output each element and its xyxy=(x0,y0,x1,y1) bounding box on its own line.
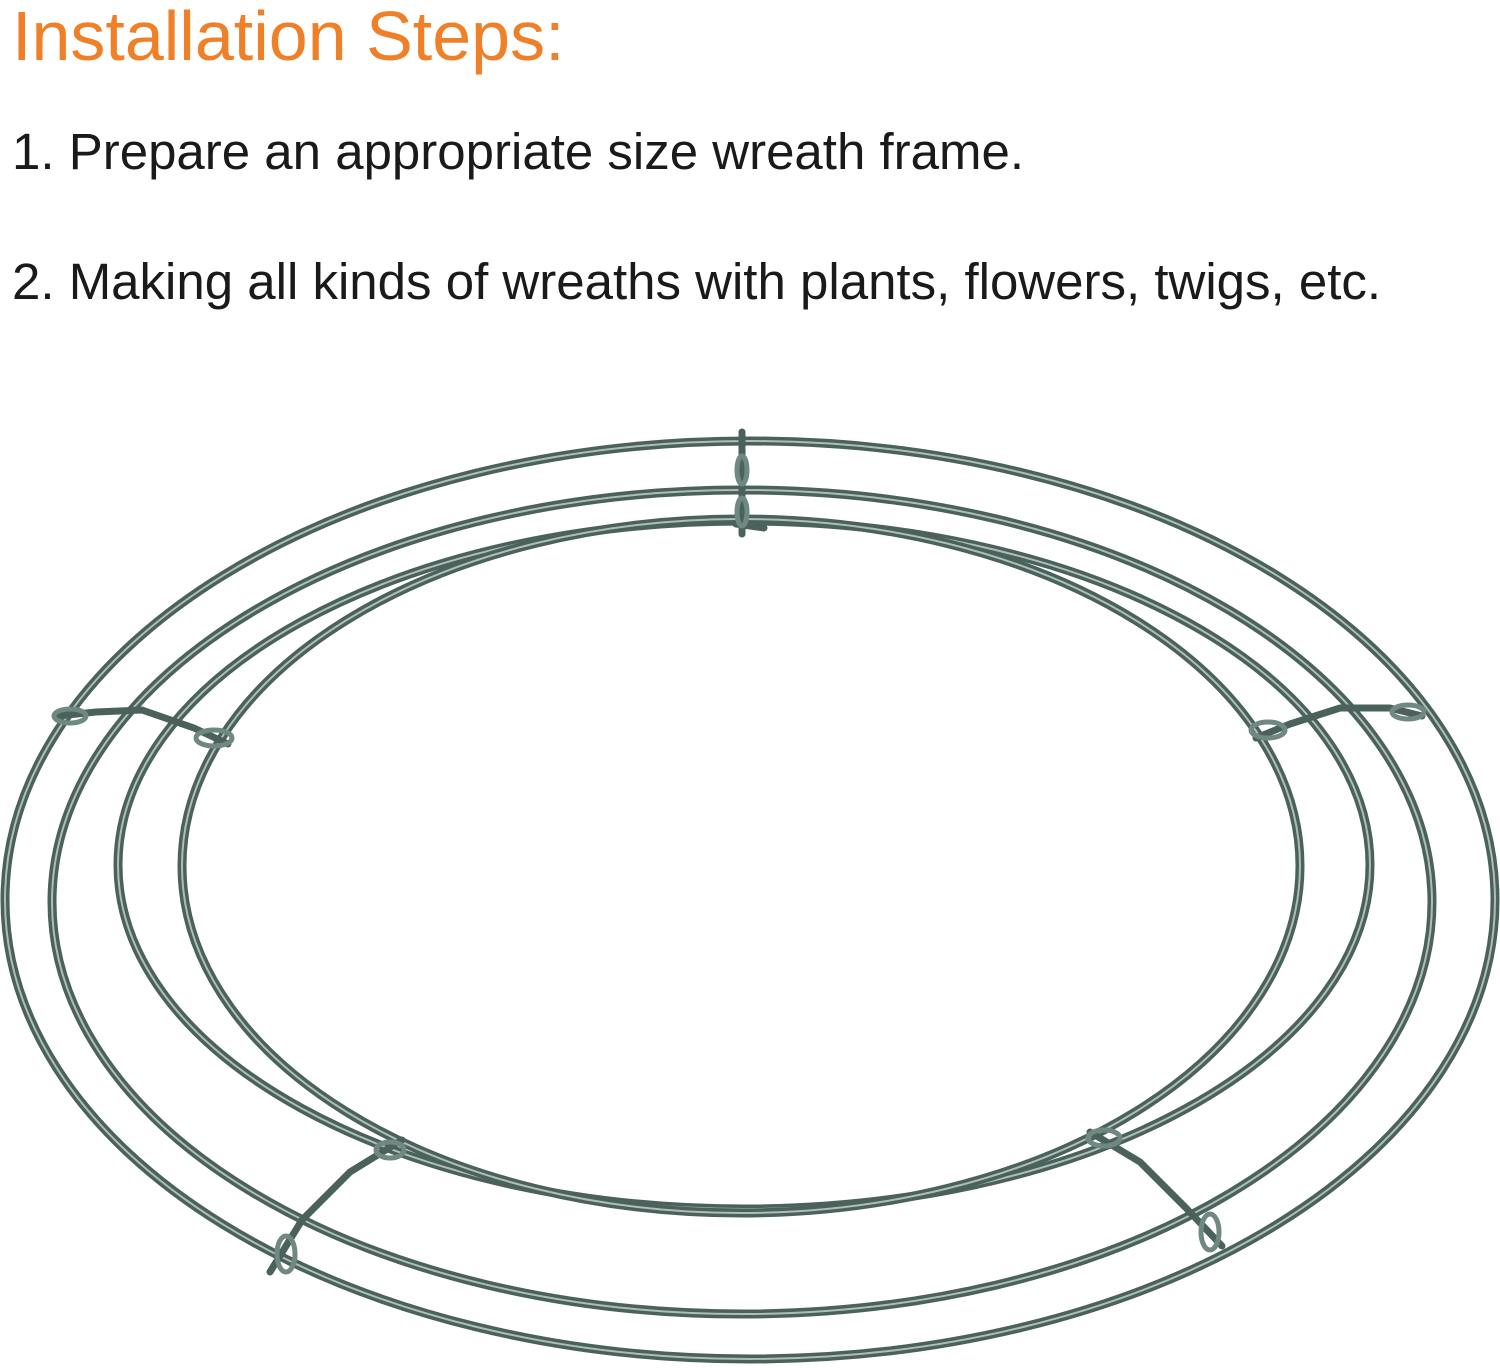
step-1-text: 1. Prepare an appropriate size wreath fr… xyxy=(12,123,1025,180)
wire-ring-inner xyxy=(177,514,1305,1218)
wire-ring-third xyxy=(113,516,1375,1214)
wire-struts xyxy=(54,428,1426,1276)
wire-ring-second xyxy=(47,485,1437,1319)
wire-clips xyxy=(51,453,1427,1275)
wreath-frame-image xyxy=(0,428,1500,1364)
step-2-text: 2. Making all kinds of wreaths with plan… xyxy=(12,253,1382,310)
page-title: Installation Steps: xyxy=(12,0,565,75)
wire-ring-outer xyxy=(0,436,1500,1364)
